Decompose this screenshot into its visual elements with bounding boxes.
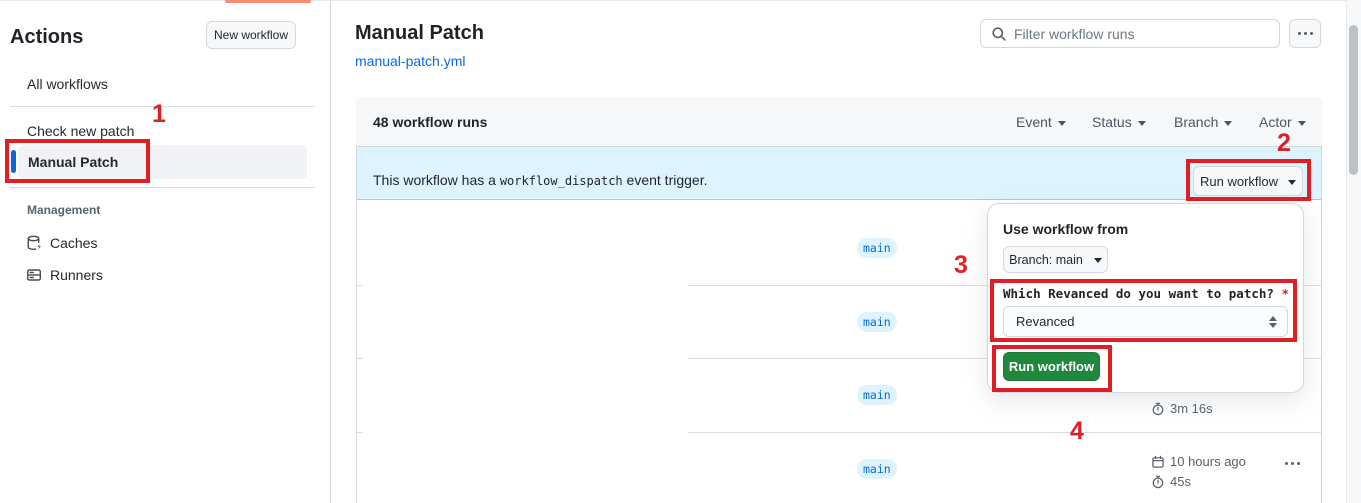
kebab-icon [1297,32,1313,35]
workflow-file-link[interactable]: manual-patch.yml [355,53,466,69]
branch-badge[interactable]: main [857,459,897,479]
select-updown-icon [1269,315,1277,328]
filter-actor[interactable]: Actor [1259,114,1306,130]
scrollbar-thumb[interactable] [1349,25,1358,175]
chevron-down-icon [1224,120,1233,126]
more-options-button[interactable] [1289,19,1321,48]
calendar-icon [1151,455,1165,469]
new-workflow-button[interactable]: New workflow [206,21,296,49]
stopwatch-icon [1151,402,1165,416]
actions-tab-underline [225,0,311,3]
filter-event[interactable]: Event [1016,114,1066,130]
search-icon [991,26,1007,42]
search-input[interactable] [1014,25,1269,42]
page-title: Manual Patch [355,22,484,44]
run-duration: 3m 16s [1151,401,1213,416]
filter-status[interactable]: Status [1092,114,1146,130]
filter-runs-search[interactable] [980,19,1280,48]
required-asterisk: * [1281,286,1289,301]
divider [357,285,363,286]
sidebar-title: Actions [10,26,84,48]
select-value: Revanced [1016,314,1075,329]
management-section-label: Management [27,203,101,217]
run-workflow-dropdown-button[interactable]: Run workflow [1193,166,1303,196]
chevron-down-icon [1137,120,1146,126]
sidebar-item-manual-patch-label: Manual Patch [28,154,119,170]
runs-count: 48 workflow runs [373,114,488,130]
sidebar-item-caches[interactable]: Caches [26,235,97,251]
chevron-down-icon [1093,258,1102,263]
cache-icon [26,235,42,251]
annotation-number-1: 1 [152,100,166,128]
run-duration: 45s [1151,474,1191,489]
branch-badge[interactable]: main [857,312,897,332]
workflow-input-label: Which Revanced do you want to patch? * [1003,286,1289,301]
branch-selector-button[interactable]: Branch: main [1003,246,1108,273]
chevron-down-icon [1288,179,1297,185]
revanced-select[interactable]: Revanced [1003,306,1288,337]
top-border [0,0,1361,1]
divider [10,106,315,107]
workflow-dispatch-code: workflow_dispatch [499,174,623,188]
run-workflow-submit-button[interactable]: Run workflow [1003,352,1100,381]
selected-indicator [11,150,16,173]
sidebar-divider [330,1,331,503]
divider [10,187,315,188]
sidebar-item-caches-label: Caches [50,235,98,251]
use-workflow-from-label: Use workflow from [1003,221,1129,237]
workflow-dispatch-banner [357,147,1321,200]
chevron-down-icon [1057,120,1066,126]
run-started-time: 10 hours ago [1151,454,1246,469]
divider [688,432,1321,433]
stopwatch-icon [1151,475,1165,489]
chevron-down-icon [1297,120,1306,126]
divider [357,432,363,433]
server-icon [26,267,42,283]
banner-text: This workflow has a workflow_dispatch ev… [373,172,708,188]
divider [357,358,363,359]
branch-badge[interactable]: main [857,385,897,405]
sidebar-item-check-new-patch[interactable]: Check new patch [27,123,135,139]
table-header [356,97,1322,147]
sidebar-item-runners-label: Runners [50,267,103,283]
branch-badge[interactable]: main [857,238,897,258]
filter-branch[interactable]: Branch [1174,114,1233,130]
sidebar-item-runners[interactable]: Runners [26,267,103,283]
run-options-button[interactable] [1281,458,1304,469]
sidebar-item-all-workflows[interactable]: All workflows [27,76,108,92]
kebab-icon [1285,462,1300,465]
sidebar-item-manual-patch[interactable] [18,145,307,179]
